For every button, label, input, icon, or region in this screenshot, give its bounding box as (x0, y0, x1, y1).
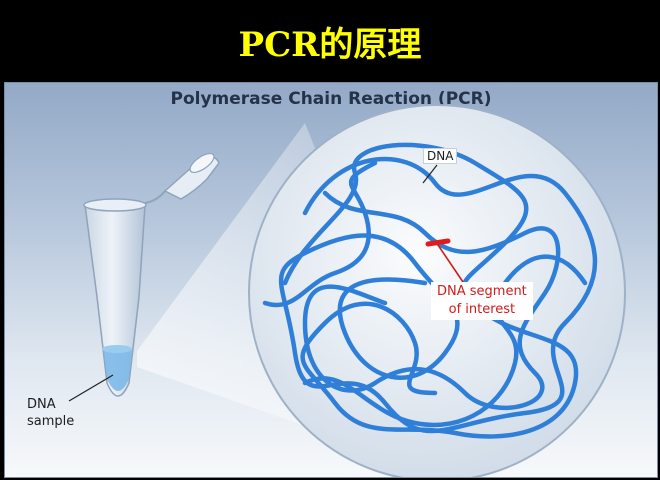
segment-label-line2: of interest (448, 302, 516, 317)
figure-title: Polymerase Chain Reaction (PCR) (170, 89, 492, 109)
pcr-illustration (68, 104, 626, 477)
segment-of-interest-label: DNA segment of interest (431, 282, 533, 320)
microcentrifuge-tube (83, 152, 220, 397)
dna-sample-label-line1: DNA (27, 397, 56, 412)
segment-of-interest-highlight (425, 238, 451, 247)
tube-hinge (144, 190, 166, 204)
dna-label: DNA (423, 148, 458, 164)
tube-cap-top (189, 152, 215, 174)
segment-pointer-line (437, 244, 464, 283)
dna-sample-label-line2: sample (27, 414, 75, 429)
dna-pointer-line (422, 164, 438, 184)
dna-sample-liquid (103, 349, 132, 391)
liquid-surface (102, 345, 132, 353)
dna-sample-label: DNA sample (27, 396, 74, 430)
dna-strand-tangle (262, 142, 598, 439)
tube-rim (83, 198, 147, 212)
pcr-figure: Polymerase Chain Reaction (PCR) (4, 82, 658, 478)
slide-title: PCR的原理 (238, 24, 422, 65)
segment-label-line1: DNA segment (437, 284, 527, 299)
dna-sample-pointer-line (68, 374, 114, 402)
